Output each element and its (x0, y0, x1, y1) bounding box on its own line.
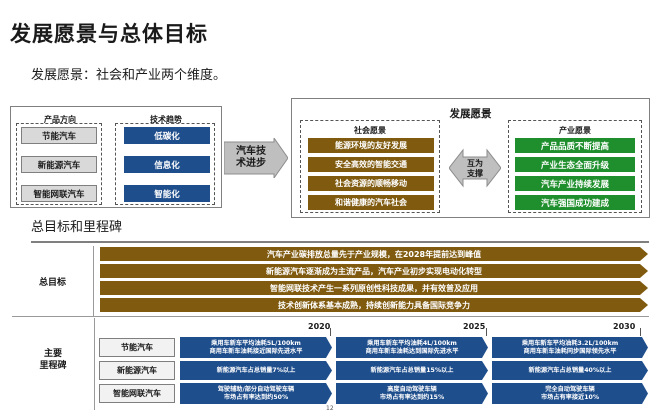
mutual-support-line: 互为 (467, 159, 483, 168)
milestone-text: 新能源汽车占总销量7%以上 (216, 366, 296, 374)
social-header: 社会愿景 (354, 126, 386, 135)
milestone-text: 乘用车新车平均油耗3.2L/100km (521, 339, 619, 347)
trend-item: 信息化 (124, 156, 210, 173)
milestone-row-label: 新能源汽车 (99, 361, 175, 380)
milestone-text: 商用车新车油耗同步国际领先水平 (523, 347, 617, 355)
milestone-row-label: 节能汽车 (99, 338, 175, 357)
milestone-cell: 乘用车新车平均油耗4L/100km 商用车新车油耗达到国际先进水平 (336, 337, 488, 358)
trends-column (115, 123, 215, 205)
mutual-support-label: 互为 支撑 (455, 159, 495, 179)
industry-item: 汽车强国成功建成 (515, 195, 635, 210)
year-label: 2030 (613, 322, 636, 331)
social-column (300, 120, 440, 213)
products-header: 产品方向 (44, 115, 76, 124)
product-item: 智能网联汽车 (21, 185, 97, 202)
product-item: 节能汽车 (21, 127, 97, 144)
arrow-label: 汽车技 术进步 (226, 146, 276, 170)
product-item: 新能源汽车 (21, 156, 97, 173)
progress-arrow-icon (224, 138, 288, 178)
milestone-text: 商用车新车油耗接近国际先进水平 (209, 347, 303, 355)
industry-item: 汽车产业持续发展 (515, 176, 635, 191)
social-item: 社会资源的顺畅移动 (308, 176, 434, 191)
goal-bar: 新能源汽车逐渐成为主流产品，汽车产业初步实现电动化转型 (100, 264, 648, 278)
trend-item: 智能化 (124, 185, 210, 202)
milestone-text: 新能源汽车占总销量40%以上 (528, 366, 612, 374)
page-number: 12 (326, 405, 334, 412)
milestone-text: 商用车新车油耗达到国际先进水平 (365, 347, 459, 355)
milestones-label-line: 里程碑 (39, 361, 67, 371)
section-title: 总目标和里程碑 (31, 220, 123, 235)
milestone-cell: 新能源汽车占总销量7%以上 (180, 361, 332, 380)
milestone-text: 乘用车新车平均油耗4L/100km (367, 339, 457, 347)
products-column (16, 123, 102, 205)
milestone-text: 新能源汽车占总销量15%以上 (370, 366, 454, 374)
arrow-label-line: 汽车技 (236, 146, 266, 157)
goal-bar: 汽车产业碳排放总量先于产业规模，在2028年提前达到峰值 (100, 247, 648, 261)
milestone-text: 市场占有率达到约50% (223, 393, 289, 401)
vision-header: 发展愿景 (449, 108, 492, 120)
milestone-text: 完全自动驾驶车辆 (545, 385, 595, 393)
milestones-label-line: 主要 (43, 349, 62, 359)
goal-bar: 技术创新体系基本成熟，持续创新能力具备国际竞争力 (100, 298, 648, 312)
milestone-cell: 新能源汽车占总销量15%以上 (336, 361, 488, 380)
year-tick (486, 328, 487, 336)
arrow-label-line: 术进步 (236, 158, 266, 169)
year-label: 2020 (308, 322, 331, 331)
industry-item: 产品品质不断提高 (515, 138, 635, 153)
milestone-text: 高度自动驾驶车辆 (387, 385, 437, 393)
social-item: 安全高效的智能交通 (308, 157, 434, 172)
milestone-text: 市场占有率达到约15% (379, 393, 445, 401)
milestone-cell: 高度自动驾驶车辆 市场占有率达到约15% (336, 383, 488, 404)
section-divider (31, 241, 649, 243)
milestone-cell: 驾驶辅助/部分自动驾驶车辆 市场占有率达到约50% (180, 383, 332, 404)
goal-bar: 智能网联技术产生一系列原创性科技成果，并有效普及应用 (100, 281, 648, 295)
trend-item: 低碳化 (124, 127, 210, 144)
milestones-label: 主要 里程碑 (12, 348, 94, 372)
year-label: 2025 (463, 322, 486, 331)
social-item: 能源环境的友好发展 (308, 138, 434, 153)
milestone-cell: 乘用车新车平均油耗5L/100km 商用车新车油耗接近国际先进水平 (180, 337, 332, 358)
milestone-text: 市场占有率接近10% (540, 393, 600, 401)
industry-column (508, 120, 642, 213)
year-tick (330, 328, 331, 336)
page-title: 发展愿景与总体目标 (10, 22, 208, 46)
separator-line (12, 316, 649, 317)
mutual-support-line: 支撑 (467, 169, 483, 178)
overall-goals-label: 总目标 (12, 246, 94, 316)
milestone-row-label: 智能网联汽车 (99, 384, 175, 403)
industry-item: 产业生态全面升级 (515, 157, 635, 172)
page-subtitle: 发展愿景：社会和产业两个维度。 (31, 68, 227, 83)
milestone-cell: 新能源汽车占总销量40%以上 (492, 361, 648, 380)
milestone-text: 乘用车新车平均油耗5L/100km (211, 339, 301, 347)
milestone-cell: 完全自动驾驶车辆 市场占有率接近10% (492, 383, 648, 404)
mutual-support-arrow-icon (449, 148, 501, 188)
trends-header: 技术趋势 (150, 115, 182, 124)
social-item: 和谐健康的汽车社会 (308, 195, 434, 210)
milestone-text: 驾驶辅助/部分自动驾驶车辆 (217, 385, 295, 393)
industry-header: 产业愿景 (559, 126, 591, 135)
milestones-divider (94, 318, 95, 410)
year-tick (640, 328, 641, 336)
milestone-cell: 乘用车新车平均油耗3.2L/100km 商用车新车油耗同步国际领先水平 (492, 337, 648, 358)
